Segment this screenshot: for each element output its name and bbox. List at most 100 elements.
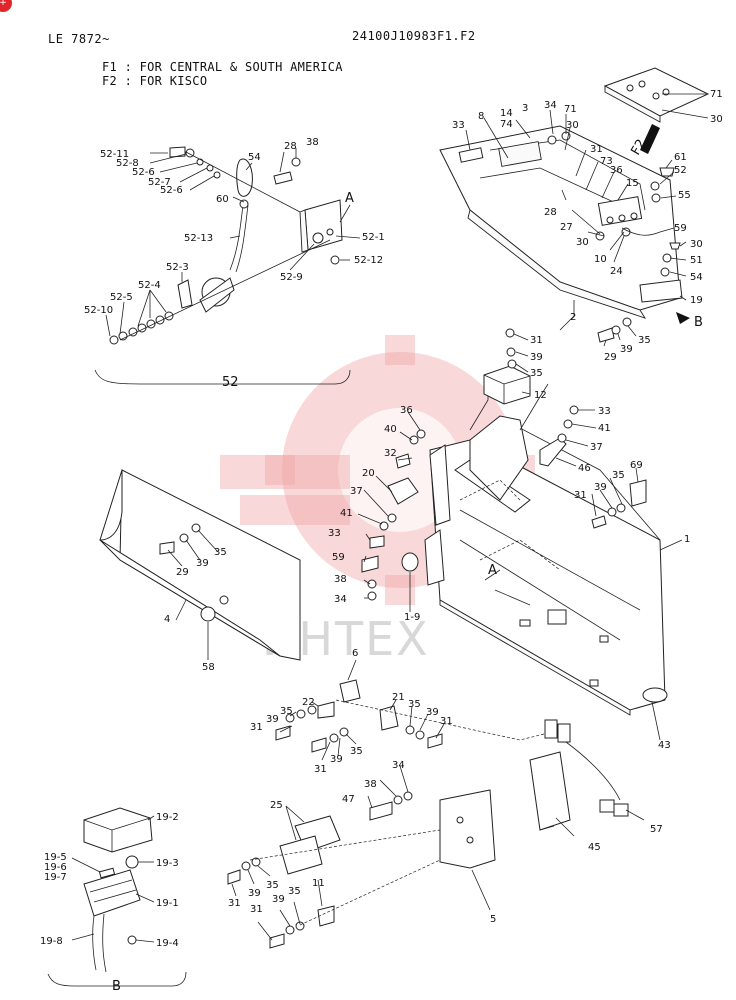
callout: 4	[164, 614, 170, 625]
callout: 11	[312, 878, 325, 889]
callout: 39	[620, 344, 633, 355]
callout: 41	[598, 423, 611, 434]
callout: 21	[392, 692, 405, 703]
callout: 52-1	[362, 232, 385, 243]
callout: 52-9	[280, 272, 303, 283]
callout: 43	[658, 740, 671, 751]
callout: 59	[674, 223, 687, 234]
callout: 30	[690, 239, 703, 250]
callout: 28	[284, 141, 297, 152]
relay-25	[279, 815, 341, 875]
lower-brackets	[275, 679, 561, 753]
callout: 37	[590, 442, 603, 453]
callout: 29	[176, 567, 189, 578]
callout: 52-11	[100, 149, 129, 160]
callout: 29	[604, 352, 617, 363]
callout: 19-8	[40, 936, 63, 947]
callout: 31	[440, 716, 453, 727]
callout: 34	[334, 594, 347, 605]
callout: 69	[630, 460, 643, 471]
callout: 34	[392, 760, 405, 771]
callout: 22	[302, 697, 315, 708]
callout: 35	[280, 706, 293, 717]
relay-12	[483, 328, 531, 405]
callout: 52-13	[184, 233, 213, 244]
main-frame-1	[424, 415, 668, 716]
fasteners-bottom-left	[227, 829, 441, 949]
callout: 54	[690, 272, 703, 283]
callout: 36	[400, 405, 413, 416]
callout: 1	[684, 534, 690, 545]
callout: 52-5	[110, 292, 133, 303]
callout: 19-5	[44, 852, 67, 863]
callout: 52	[674, 165, 687, 176]
callout: 1-9	[404, 612, 420, 623]
kisco-panel-f2	[603, 67, 710, 154]
callout: 73	[600, 156, 613, 167]
controller-45	[529, 751, 571, 831]
callout: 34	[544, 100, 557, 111]
callout: 31	[228, 898, 241, 909]
callout: 71	[564, 104, 577, 115]
callout: 51	[690, 255, 703, 266]
callout: 55	[678, 190, 691, 201]
callout: 12	[534, 390, 547, 401]
callout: 28	[544, 207, 557, 218]
callout: 14	[500, 108, 513, 119]
callout: 10	[594, 254, 607, 265]
lever-assembly-52	[94, 146, 351, 385]
callout: 58	[202, 662, 215, 673]
callout: 19	[690, 295, 703, 306]
callout: 31	[250, 722, 263, 733]
callout: 19-3	[156, 858, 179, 869]
callout: 57	[650, 824, 663, 835]
callout: 5	[490, 914, 496, 925]
callout: 33	[452, 120, 465, 131]
callout: 19-7	[44, 872, 67, 883]
callout: 30	[576, 237, 589, 248]
callout: 39	[426, 707, 439, 718]
callout: 30	[566, 120, 579, 131]
bracket-46	[539, 405, 647, 529]
callout: 35	[638, 335, 651, 346]
callout: 52-6	[132, 167, 155, 178]
callout: 33	[328, 528, 341, 539]
callout: 39	[196, 558, 209, 569]
callout: 35	[408, 699, 421, 710]
callout: 27	[560, 222, 573, 233]
callout: 31	[530, 335, 543, 346]
callout: 52-6	[160, 185, 183, 196]
callout: 32	[384, 448, 397, 459]
callout: 54	[248, 152, 261, 163]
callout: 39	[530, 352, 543, 363]
callout: 19-1	[156, 898, 179, 909]
callout: 31	[590, 144, 603, 155]
callout: 31	[574, 490, 587, 501]
view-a-label-top: A	[345, 191, 354, 206]
callout: 20	[362, 468, 375, 479]
group-b-label: B	[112, 979, 121, 994]
callout: 52-3	[166, 262, 189, 273]
callout: 39	[330, 754, 343, 765]
arrow-b-label: B	[694, 315, 703, 330]
callout: 71	[710, 89, 723, 100]
detail-b-fuse-box	[47, 807, 187, 987]
callout: 6	[352, 648, 358, 659]
view-a-label-main: A	[488, 563, 497, 578]
callout: 35	[612, 470, 625, 481]
harness-57	[544, 719, 629, 817]
callout: 38	[364, 779, 377, 790]
callout: 25	[270, 800, 283, 811]
callout: 40	[384, 424, 397, 435]
callout: 2	[570, 312, 576, 323]
callout: 35	[214, 547, 227, 558]
callout: 19-2	[156, 812, 179, 823]
callout: 30	[710, 114, 723, 125]
callout-labels: 52-11 52-8 52-6 52-7 52-6 54 28 38 60 52…	[40, 89, 723, 949]
callout: 59	[332, 552, 345, 563]
note-f2: F2 : FOR KISCO	[102, 74, 208, 88]
callout: 60	[216, 194, 229, 205]
callout: 52-7	[148, 177, 171, 188]
callout: 52-8	[116, 158, 139, 169]
